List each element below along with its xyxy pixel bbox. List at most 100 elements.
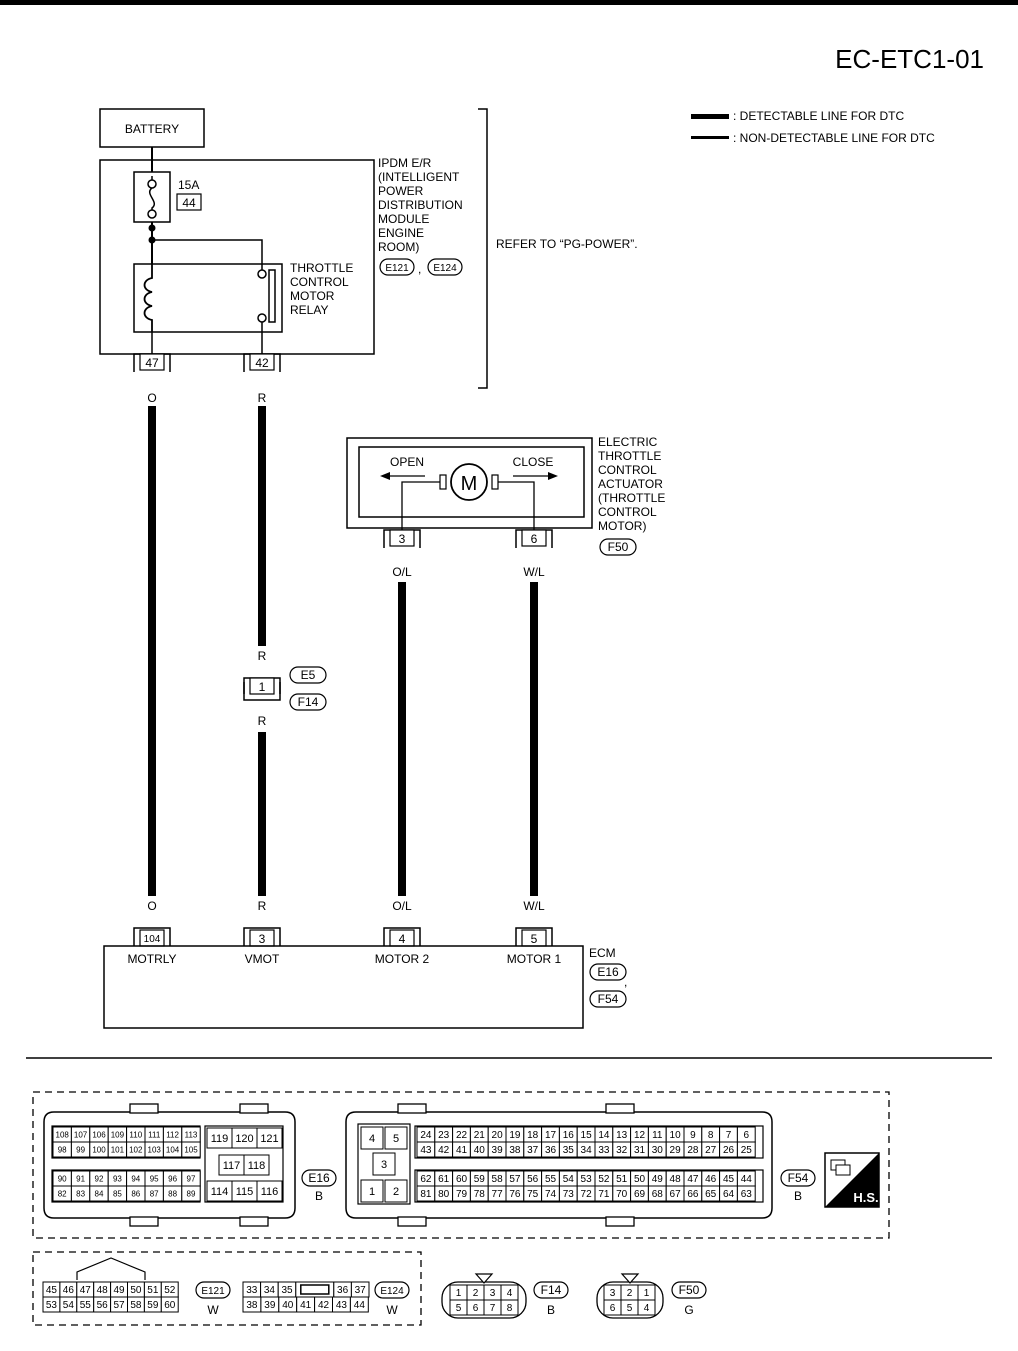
pin-number: 43	[336, 1300, 348, 1311]
pin-number: 17	[545, 1130, 557, 1141]
pin-number: 56	[527, 1174, 539, 1185]
wire-motor1	[530, 582, 538, 896]
pin-number: 110	[129, 1130, 142, 1139]
pin-number: 51	[616, 1174, 628, 1185]
wire-vmot-upper	[258, 406, 266, 646]
pin-number: 84	[95, 1189, 104, 1198]
relay-coil-icon	[143, 264, 153, 332]
ecm-terminal: MOTOR 2	[375, 952, 430, 966]
pin-number: 94	[131, 1174, 140, 1183]
f50-id: F50	[679, 1283, 700, 1297]
pin-cell	[384, 1126, 408, 1150]
hs-badge-icon: H.S.	[824, 1152, 880, 1208]
ecm-pin-104: 104	[133, 927, 171, 947]
wire-motor2	[398, 582, 406, 896]
pin-number: 41	[300, 1300, 312, 1311]
svg-text:5: 5	[531, 932, 538, 946]
pin-cell	[360, 1126, 384, 1150]
pin-number: 26	[723, 1145, 735, 1156]
ipdm-pin-47: 47	[133, 353, 171, 372]
pin-number: 106	[92, 1130, 106, 1139]
ecm-pin-3: 3	[243, 927, 281, 947]
pin-number: 55	[545, 1174, 557, 1185]
pin-cell	[360, 1179, 384, 1203]
svg-text:1: 1	[259, 680, 266, 694]
pin-number: 29	[670, 1145, 682, 1156]
pin-number: 1	[369, 1186, 375, 1198]
pin-number: 4	[507, 1288, 513, 1299]
pin-number: 66	[687, 1189, 699, 1200]
pin-number: 119	[211, 1133, 229, 1145]
pin-cell	[736, 1141, 756, 1158]
f54-housing	[345, 1111, 773, 1219]
ecm-pin-5: 5	[515, 927, 553, 947]
pin-number: 64	[723, 1189, 735, 1200]
pin-number: 38	[246, 1300, 258, 1311]
wire-color: W/L	[523, 899, 545, 913]
ipdm-box	[99, 159, 375, 355]
pin-number: 99	[76, 1145, 85, 1154]
pin-number: 46	[705, 1174, 717, 1185]
pin-number: 5	[627, 1303, 633, 1314]
pin-number: 117	[223, 1160, 241, 1172]
pin-number: 112	[166, 1130, 179, 1139]
f50-key-icon	[620, 1273, 640, 1284]
pin-number: 89	[187, 1189, 196, 1198]
pin-number: 49	[113, 1285, 125, 1296]
pin-number: 90	[58, 1174, 67, 1183]
ipdm-connector-e121: E121	[385, 263, 409, 274]
pin-number: 48	[670, 1174, 682, 1185]
e16-color: B	[315, 1189, 323, 1203]
ecm-box	[103, 945, 584, 1029]
ecm-label: ECM	[589, 946, 616, 960]
pin-number: 52	[164, 1285, 176, 1296]
actuator-connector-f50: F50	[608, 540, 629, 554]
pin-number: 52	[598, 1174, 610, 1185]
pin-number: 58	[130, 1300, 142, 1311]
actuator-label: ELECTRIC THROTTLE CONTROL ACTUATOR (THRO…	[598, 435, 665, 533]
pin-cell	[736, 1185, 756, 1202]
svg-text:ACTUATOR: ACTUATOR	[598, 477, 663, 491]
open-arrow-icon	[380, 472, 390, 480]
pin-number: 102	[129, 1145, 143, 1154]
motor-icon	[450, 463, 488, 501]
pin-number: 14	[598, 1130, 610, 1141]
ecm-terminal: MOTRLY	[127, 952, 176, 966]
f14-key-icon	[474, 1273, 494, 1284]
ipdm-connector-refs: E121 , E124	[379, 258, 463, 276]
pin-number: 60	[164, 1300, 176, 1311]
pin-cell	[243, 1154, 270, 1176]
pin-number: 77	[492, 1189, 504, 1200]
ipdm-line: MODULE	[378, 212, 429, 226]
e121-key-icon	[76, 1257, 146, 1280]
ecm-connector-e16: E16	[597, 965, 619, 979]
pin-number: 58	[492, 1174, 504, 1185]
pin-number: 109	[111, 1130, 125, 1139]
pin-number: 69	[634, 1189, 646, 1200]
ecm-terminal: VMOT	[245, 952, 280, 966]
pin-number: 121	[260, 1133, 278, 1145]
pin-number: 42	[318, 1300, 330, 1311]
pin-number: 7	[490, 1303, 496, 1314]
ipdm-line: DISTRIBUTION	[378, 198, 463, 212]
pin-number: 36	[545, 1145, 557, 1156]
pin-cell	[372, 1152, 396, 1176]
ecm-pin-4: 4	[383, 927, 421, 947]
pin-number: 2	[393, 1186, 399, 1198]
pin-number: 111	[148, 1130, 161, 1139]
e121-color: W	[207, 1303, 219, 1317]
pin-number: 30	[652, 1145, 664, 1156]
pin-number: 83	[76, 1189, 85, 1198]
pin-number: 23	[438, 1130, 450, 1141]
f14-id: F14	[541, 1283, 562, 1297]
pin-cell	[500, 1299, 519, 1316]
pin-number: 88	[168, 1189, 177, 1198]
pin-block	[204, 1125, 284, 1203]
actuator-pin-3: 3	[383, 529, 421, 548]
pin-cell	[181, 1141, 201, 1158]
actuator-open-label: OPEN	[390, 455, 424, 469]
pin-number: 80	[438, 1189, 450, 1200]
ipdm-pin-42: 42	[243, 353, 281, 372]
